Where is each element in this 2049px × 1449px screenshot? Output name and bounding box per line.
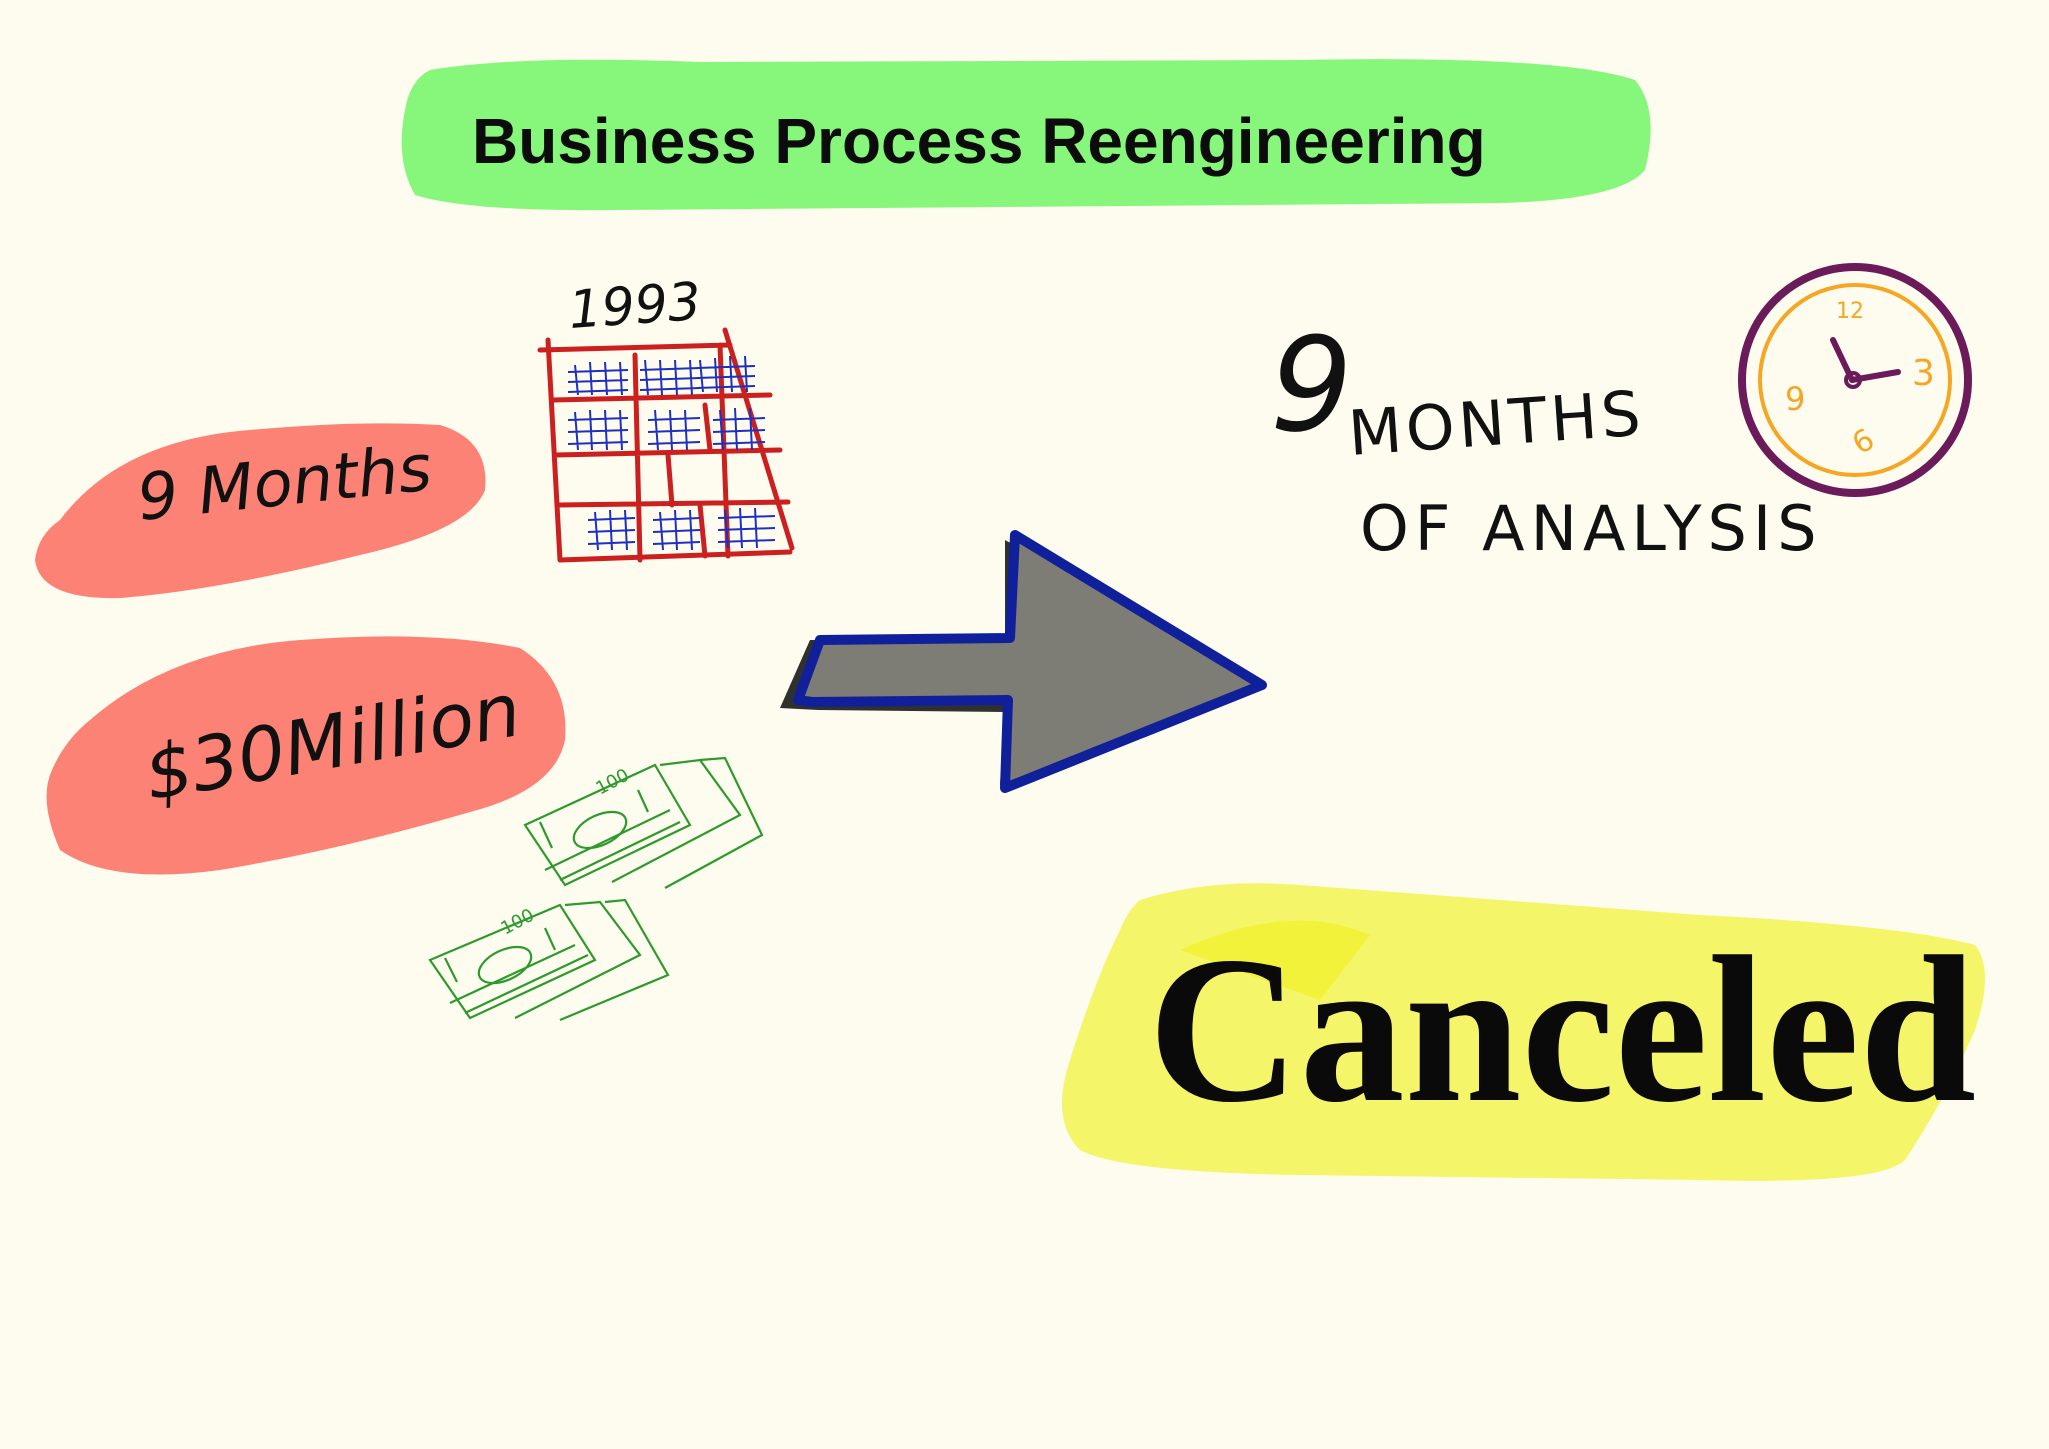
outcome-highlight: Canceled xyxy=(1062,883,1985,1181)
clock-face xyxy=(1758,283,1952,477)
clock-number-9: 9 xyxy=(1785,380,1805,418)
analysis-number: 9 xyxy=(1270,309,1353,461)
clock-number-3: 3 xyxy=(1912,353,1935,394)
money-upper-denomination: 100 xyxy=(592,765,632,800)
clock-hands xyxy=(1830,337,1901,383)
title-highlight-shape xyxy=(401,59,1651,211)
cost-blob: $30Million xyxy=(46,636,566,875)
cost-blob-shape xyxy=(46,636,566,875)
money-stack-upper: 100 xyxy=(523,756,764,889)
page-title: Business Process Reengineering xyxy=(472,105,1486,177)
analysis-note: 9 MONTHS OF ANALYSIS xyxy=(1270,309,1823,565)
clock-number-6: 6 xyxy=(1847,422,1881,462)
calendar-year: 1993 xyxy=(567,272,703,341)
analysis-line1: MONTHS xyxy=(1346,376,1647,470)
money-stack-lower: 100 xyxy=(428,898,670,1022)
analysis-line2: OF ANALYSIS xyxy=(1360,492,1823,565)
outcome-label: Canceled xyxy=(1148,914,1976,1146)
calendar-icon: 1993 xyxy=(537,272,795,563)
money-lower-denomination: 100 xyxy=(497,905,537,940)
arrow-body xyxy=(793,530,1267,793)
duration-blob: 9 Months xyxy=(35,423,486,599)
clock-icon: 12 3 6 9 xyxy=(1738,263,1972,497)
clock-number-12: 12 xyxy=(1836,299,1864,324)
title-banner: Business Process Reengineering xyxy=(401,59,1651,211)
duration-blob-shape xyxy=(35,423,486,599)
arrow-right-icon xyxy=(780,530,1267,793)
clock-ring xyxy=(1738,263,1972,497)
